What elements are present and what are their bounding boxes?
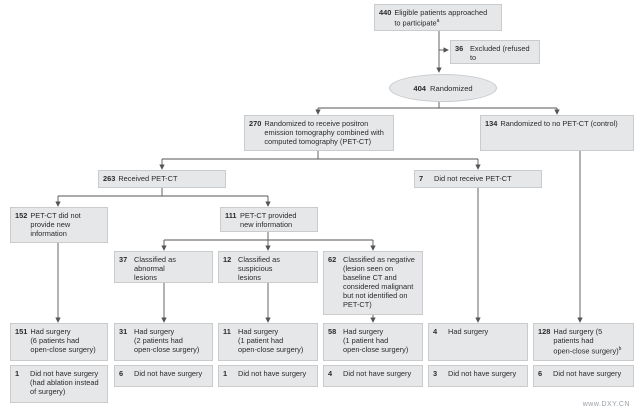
count: 440 <box>379 8 392 17</box>
label: PET-CT provided new information <box>240 211 297 229</box>
label: Received PET-CT <box>118 174 178 183</box>
outcome-nosurgery-1: 1 Did not have surgery (had ablation inst… <box>10 365 108 403</box>
outcome-nosurgery-2: 6 Did not have surgery <box>114 365 213 387</box>
count: 62 <box>328 255 337 264</box>
count: 128 <box>538 327 551 336</box>
randomized-node: 404 Randomized <box>389 74 497 102</box>
count: 31 <box>119 327 128 336</box>
count: 7 <box>419 174 424 183</box>
count: 4 <box>328 369 333 378</box>
count: 270 <box>249 119 262 128</box>
count: 12 <box>223 255 232 264</box>
watermark: www.DXY.CN <box>582 401 630 408</box>
count: 6 <box>538 369 543 378</box>
label: Eligible patients approached to particip… <box>394 8 488 28</box>
count: 1 <box>223 369 228 378</box>
label: Randomized <box>430 83 473 93</box>
did-not-receive-box: 7 Did not receive PET-CT <box>414 170 542 188</box>
label: Had surgery (2 patients had open-close s… <box>134 327 200 354</box>
label: Had surgery (5 patients had open-close s… <box>553 327 619 356</box>
label: Did not have surgery <box>553 369 622 378</box>
outcome-nosurgery-3: 1 Did not have surgery <box>218 365 318 387</box>
label: Had surgery (1 patient had open-close su… <box>343 327 409 354</box>
count: 111 <box>225 211 237 220</box>
footnote-a: a <box>436 18 440 24</box>
label: Did not have surgery (had ablation inste… <box>30 369 99 396</box>
count: 58 <box>328 327 337 336</box>
label: Did not receive PET-CT <box>434 174 512 183</box>
count: 6 <box>119 369 124 378</box>
label: PET-CT did not provide new information <box>30 211 81 238</box>
label: Had surgery (6 patients had open-close s… <box>30 327 96 354</box>
count: 134 <box>485 119 498 128</box>
count: 4 <box>433 327 438 336</box>
outcome-nosurgery-4: 4 Did not have surgery <box>323 365 423 387</box>
outcome-surgery-3: 11 Had surgery (1 patient had open-close … <box>218 323 318 361</box>
label: Did not have surgery <box>238 369 307 378</box>
label: Had surgery (1 patient had open-close su… <box>238 327 304 354</box>
count: 404 <box>413 83 427 93</box>
label: Did not have surgery <box>134 369 203 378</box>
count: 152 <box>15 211 28 220</box>
count: 37 <box>119 255 128 264</box>
label: Had surgery <box>448 327 489 336</box>
count: 1 <box>15 369 20 378</box>
footnote-b: b <box>618 346 622 352</box>
label: Randomized to receive positron emission … <box>264 119 384 146</box>
label: Excluded (refused to participate) <box>470 44 530 63</box>
outcome-nosurgery-5: 3 Did not have surgery <box>428 365 528 387</box>
label: Classified as abnormal lesions <box>134 255 176 282</box>
negative-lesions-box: 62 Classified as negative (lesion seen on… <box>323 251 423 315</box>
outcome-surgery-2: 31 Had surgery (2 patients had open-close… <box>114 323 213 361</box>
count: 36 <box>455 44 464 53</box>
label: Randomized to no PET-CT (control) <box>500 119 618 128</box>
count: 263 <box>103 174 116 183</box>
label: Did not have surgery <box>448 369 517 378</box>
label: Classified as negative (lesion seen on b… <box>343 255 415 309</box>
outcome-nosurgery-6: 6 Did not have surgery <box>533 365 634 387</box>
outcome-surgery-5: 4 Had surgery <box>428 323 528 361</box>
excluded-box: 36 Excluded (refused to participate) <box>450 40 540 64</box>
count: 151 <box>15 327 28 336</box>
outcome-surgery-4: 58 Had surgery (1 patient had open-close … <box>323 323 423 361</box>
label: Did not have surgery <box>343 369 412 378</box>
count: 3 <box>433 369 438 378</box>
abnormal-lesions-box: 37 Classified as abnormal lesions <box>114 251 213 283</box>
label: Classified as suspicious lesions <box>238 255 280 282</box>
count: 11 <box>223 327 231 336</box>
suspicious-lesions-box: 12 Classified as suspicious lesions <box>218 251 318 283</box>
